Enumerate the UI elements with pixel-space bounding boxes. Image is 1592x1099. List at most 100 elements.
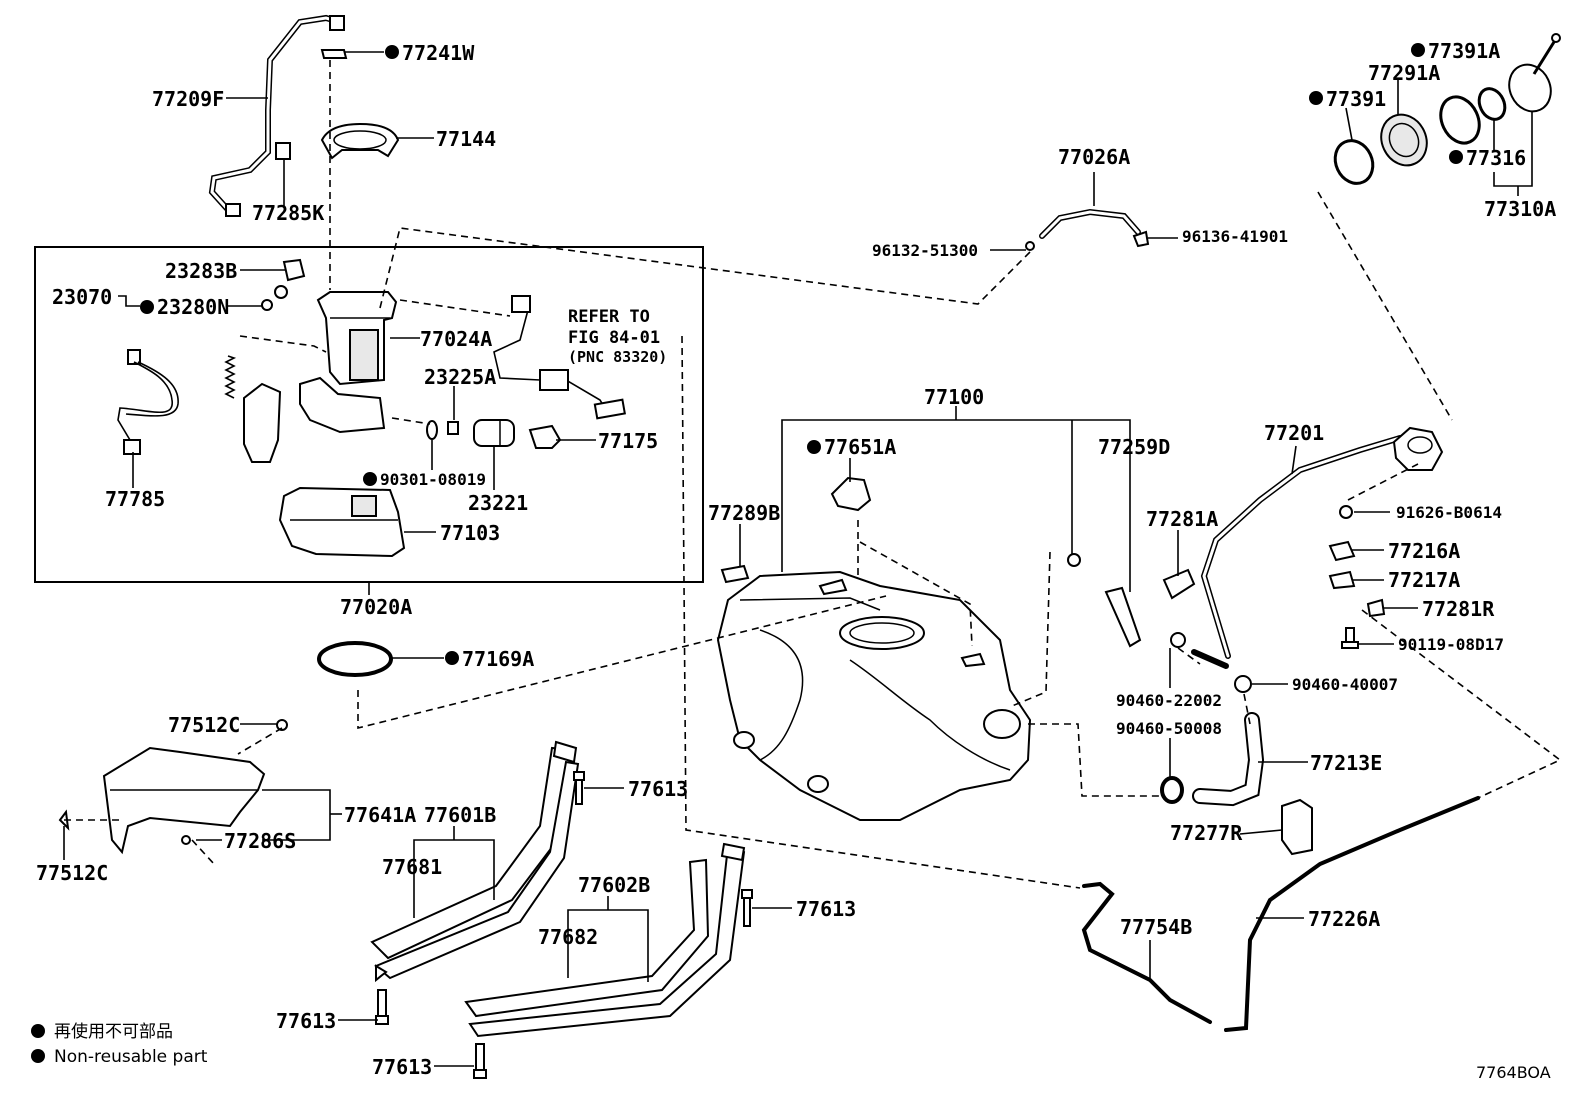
ring-23225A: [447, 421, 459, 435]
gasket-77316: [1477, 87, 1507, 121]
label-77169A: 77169A: [462, 647, 534, 671]
inlet-77291A: [1380, 113, 1428, 167]
label-77602B: 77602B: [578, 873, 650, 897]
vent-77651A: [830, 476, 872, 512]
clamp-96132-51300: [1025, 241, 1035, 251]
label-90460-22002: 90460-22002: [1116, 691, 1222, 710]
tube-77259D: [1104, 586, 1142, 648]
clip-23283B: [282, 258, 306, 282]
clamp-96136-41901: [1132, 230, 1150, 248]
label-77259D: 77259D: [1098, 435, 1170, 459]
label-77286S: 77286S: [224, 829, 296, 853]
clamp-90460-22002: [1170, 632, 1186, 648]
marker-23280N: [140, 300, 154, 314]
bolt-77613-d: [473, 1043, 487, 1079]
label-90460-40007: 90460-40007: [1292, 675, 1398, 694]
marker-77391: [1309, 91, 1323, 105]
label-77144: 77144: [436, 127, 496, 151]
wire-harness-77785: [117, 349, 179, 455]
hose-77213E: [1192, 712, 1265, 807]
label-23070: 23070: [52, 285, 112, 309]
label-77682: 77682: [538, 925, 598, 949]
label-77281A: 77281A: [1146, 507, 1218, 531]
clip-77281R: [1366, 598, 1386, 618]
legend-en: Non-reusable part: [54, 1047, 208, 1067]
label-77209F: 77209F: [152, 87, 224, 111]
label-77391A: 77391A: [1428, 39, 1500, 63]
label-77217A: 77217A: [1388, 568, 1460, 592]
label-90119-08D17: 90119-08D17: [1398, 635, 1504, 654]
label-77281R: 77281R: [1422, 597, 1495, 621]
label-77601B: 77601B: [424, 803, 496, 827]
label-90460-50008: 90460-50008: [1116, 719, 1222, 738]
label-77026A: 77026A: [1058, 145, 1130, 169]
pump-bracket: [243, 382, 282, 463]
label-77512C-top: 77512C: [168, 713, 240, 737]
figure-code: 7764BOA: [1476, 1063, 1551, 1082]
label-77100: 77100: [924, 385, 984, 409]
bracket-77281A: [1162, 568, 1196, 600]
label-23221: 23221: [468, 491, 528, 515]
label-77391: 77391: [1326, 87, 1386, 111]
legend-dot-en: [31, 1049, 45, 1063]
label-23283B: 23283B: [165, 259, 237, 283]
label-77285K: 77285K: [252, 201, 324, 225]
label-77103: 77103: [440, 521, 500, 545]
label-77613-d: 77613: [372, 1055, 432, 1079]
label-77613-c: 77613: [276, 1009, 336, 1033]
label-77241W: 77241W: [402, 41, 475, 65]
pump-housing-77103: [278, 486, 406, 558]
label-96136-41901: 96136-41901: [1182, 227, 1288, 246]
fuel-tank-77100: [716, 570, 1032, 821]
clip-77289B: [720, 564, 750, 584]
label-77316: 77316: [1466, 146, 1526, 170]
label-77641A: 77641A: [344, 803, 416, 827]
o-ring-90301-08019: [426, 420, 438, 440]
marker-77169A: [445, 651, 459, 665]
label-77020A: 77020A: [340, 595, 412, 619]
bolt-90119-08D17: [1341, 627, 1359, 649]
clip-77216A: [1328, 540, 1356, 562]
fuel-cap-77310A: [1508, 33, 1561, 113]
clip-77241W: [320, 49, 348, 59]
clamp-90460-50008: [1160, 776, 1184, 804]
spring: [224, 355, 237, 399]
gasket-77391: [1333, 139, 1375, 185]
sender-gauge: [299, 376, 386, 434]
label-77226A: 77226A: [1308, 907, 1380, 931]
label-77512C-bottom: 77512C: [36, 861, 108, 885]
reference-line-3: (PNC 83320): [568, 348, 667, 366]
label-96132-51300: 96132-51300: [872, 241, 978, 260]
label-23280N: 23280N: [157, 295, 229, 319]
marker-90301-08019: [363, 472, 377, 486]
label-77754B: 77754B: [1120, 915, 1192, 939]
filler-pipe-77201: [1200, 426, 1444, 659]
label-77310A: 77310A: [1484, 197, 1556, 221]
reference-line-1: REFER TO: [568, 307, 650, 327]
fuel-pump-body-77024A: [316, 291, 398, 386]
label-77681: 77681: [382, 855, 442, 879]
marker-77241W: [385, 45, 399, 59]
marker-77391A: [1411, 43, 1425, 57]
clip-77175: [528, 424, 562, 449]
label-77024A: 77024A: [420, 327, 492, 351]
label-77613-a: 77613: [628, 777, 688, 801]
reference-line-2: FIG 84-01: [568, 328, 660, 348]
fuel-tube-77209F: [208, 14, 343, 215]
label-77291A: 77291A: [1368, 61, 1440, 85]
legend-dot-jp: [31, 1024, 45, 1038]
bolt-77613-c: [375, 989, 389, 1025]
tank-band-77601B: [370, 740, 580, 983]
fuel-filter-23221: [473, 419, 515, 447]
o-ring-23280N: [274, 285, 288, 299]
label-77213E: 77213E: [1310, 751, 1382, 775]
label-77216A: 77216A: [1388, 539, 1460, 563]
label-77201: 77201: [1264, 421, 1324, 445]
label-77785: 77785: [105, 487, 165, 511]
gasket-77391A: [1439, 95, 1481, 145]
bolt-77613-a: [573, 771, 585, 805]
label-77613-b: 77613: [796, 897, 856, 921]
retainer-ring-77144: [320, 122, 400, 160]
label-77289B: 77289B: [708, 501, 780, 525]
